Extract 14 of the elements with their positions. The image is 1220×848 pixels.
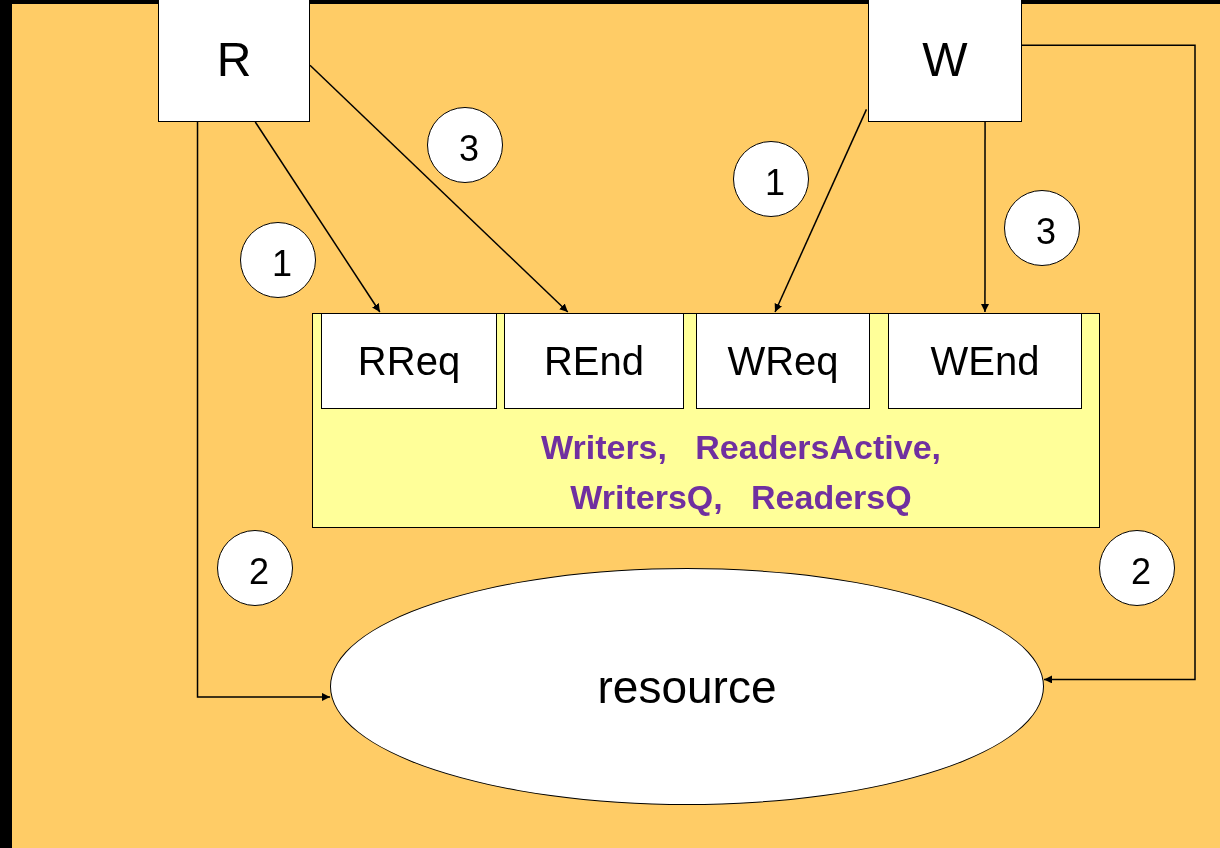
process-box: R — [158, 0, 310, 122]
arrow — [254, 121, 381, 313]
procedure-box: REnd — [504, 313, 684, 409]
variable-list: Writers, ReadersActive, WritersQ, ReadersQ — [461, 422, 1021, 522]
arrow — [1021, 44, 1196, 684]
procedure-box: WEnd — [888, 313, 1082, 409]
arrow — [196, 121, 331, 701]
procedure-box: RReq — [321, 313, 497, 409]
procedure-box: WReq — [696, 313, 870, 409]
process-box: W — [868, 0, 1022, 122]
arrow — [980, 121, 989, 313]
monitor-panel — [312, 313, 1100, 528]
arrow — [309, 64, 569, 313]
arrow — [774, 108, 868, 313]
